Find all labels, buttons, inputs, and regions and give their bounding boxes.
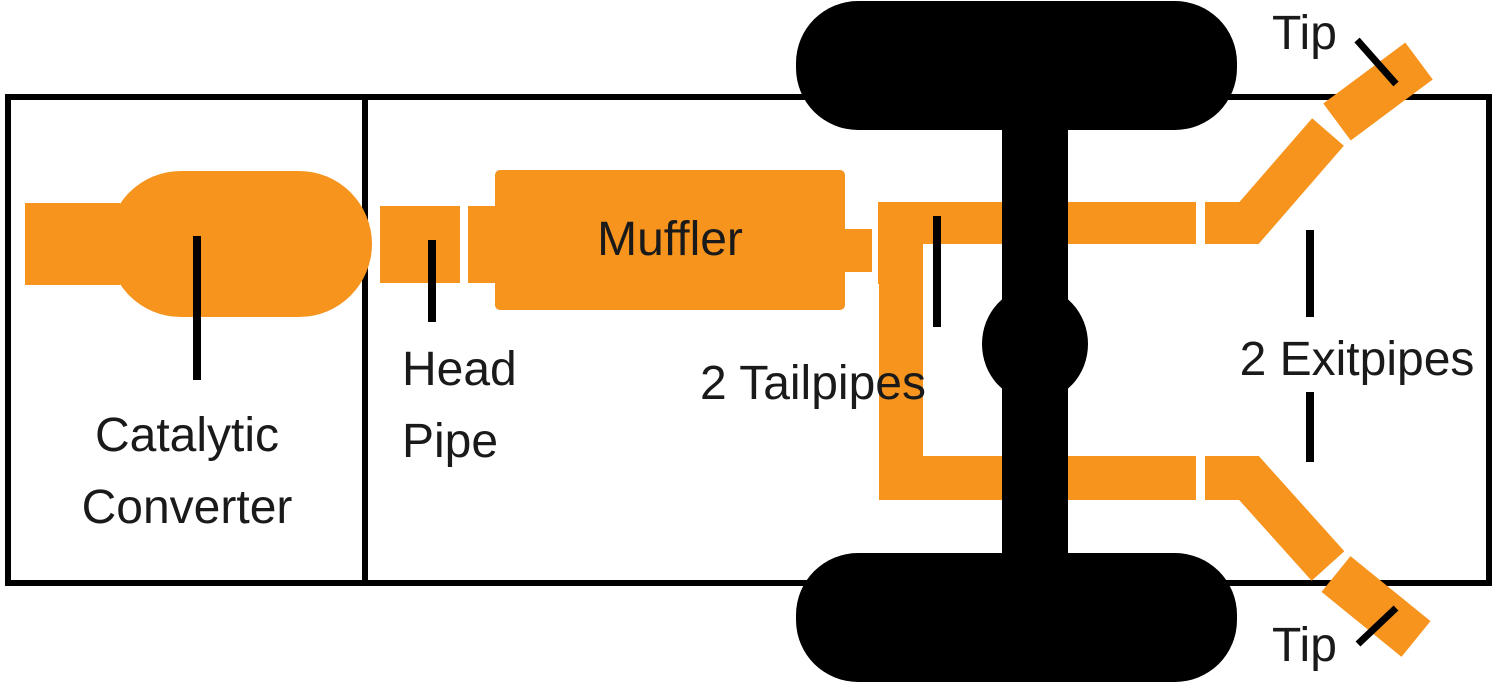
- lower-exit-pipe-shape: [1205, 456, 1345, 581]
- inlet-pipe-shape: [25, 203, 120, 285]
- tip-bottom-shape: [1321, 556, 1431, 657]
- muffler-inlet-stub-shape: [468, 206, 495, 283]
- muffler-shape: [495, 170, 845, 310]
- catalytic-converter-shape: [108, 171, 372, 317]
- head-pipe-label: Head Pipe: [402, 343, 517, 468]
- head-pipe-shape: [380, 206, 460, 283]
- tip-bottom-pointer-line: [1355, 605, 1399, 647]
- catalytic-converter-label: Catalytic Converter: [81, 409, 293, 534]
- tip-bottom-label: Tip: [1272, 619, 1337, 672]
- tip-top-shape: [1323, 42, 1433, 141]
- exitpipes-label: 2 Exitpipes: [1239, 333, 1475, 386]
- muffler-label: Muffler: [597, 213, 743, 266]
- tailpipes-label: 2 Tailpipes: [700, 357, 926, 410]
- bottom-tire-shape: [796, 553, 1237, 682]
- top-tire-shape: [796, 1, 1237, 130]
- tip-top-pointer-line: [1354, 37, 1399, 87]
- upper-exit-pipe-shape: [1205, 118, 1344, 244]
- tip-top-label: Tip: [1272, 7, 1337, 60]
- differential-shape: [982, 287, 1088, 401]
- muffler-outlet-stub-shape: [845, 229, 872, 272]
